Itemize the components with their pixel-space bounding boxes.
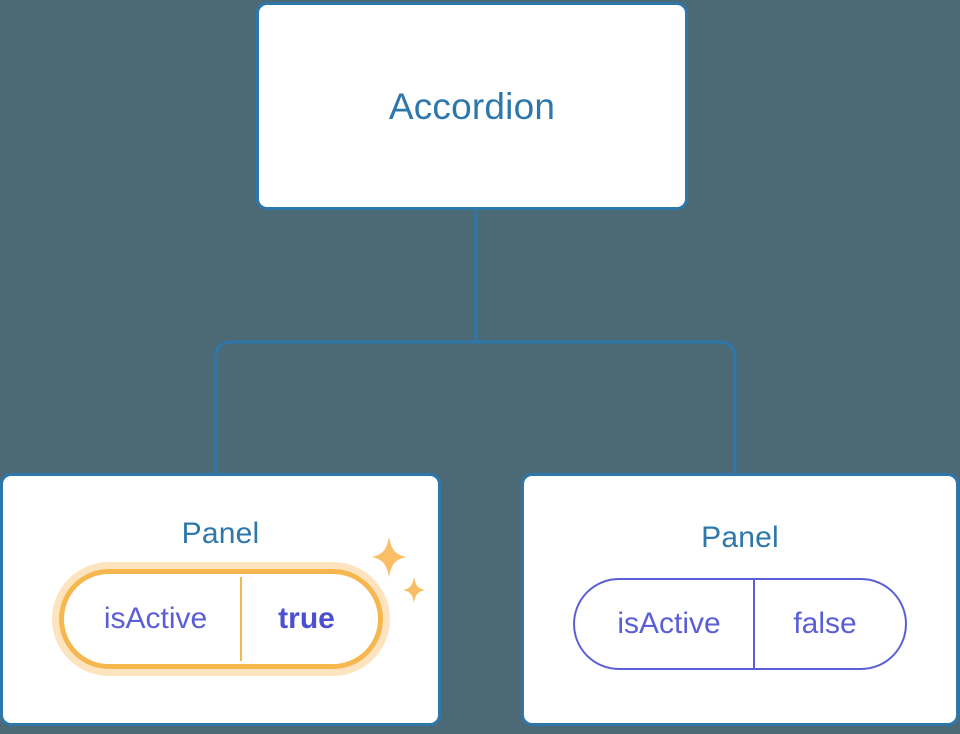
connector-branch-bar [214, 340, 737, 473]
prop-pill-divider-right [753, 580, 755, 668]
prop-name-left: isActive [103, 602, 208, 635]
prop-name-right: isActive [617, 607, 721, 640]
node-panel-left[interactable]: Panel isActive true [0, 473, 441, 726]
prop-pill-wrapper-right: isActive false [573, 578, 907, 670]
sparkle-icon [371, 537, 406, 577]
node-panel-right[interactable]: Panel isActive false [521, 473, 959, 726]
prop-pill-divider-left [239, 577, 242, 661]
prop-pill-wrapper-left: isActive true [58, 537, 425, 669]
prop-value-left: true [278, 602, 335, 635]
node-panel-left-label: Panel [181, 517, 260, 550]
node-accordion-label: Accordion [388, 85, 556, 127]
prop-pill-isactive-true[interactable]: isActive true [58, 569, 383, 669]
prop-value-right: false [793, 607, 857, 640]
sparkle-icon [402, 577, 425, 603]
prop-pill-isactive-false[interactable]: isActive false [573, 578, 907, 670]
node-panel-right-label: Panel [701, 521, 779, 554]
node-accordion[interactable]: Accordion [256, 2, 688, 210]
